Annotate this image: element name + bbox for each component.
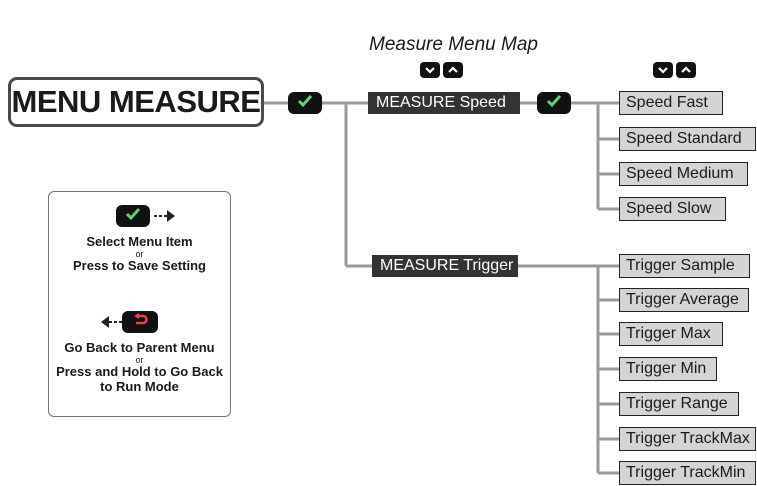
select-button-2 xyxy=(537,92,571,114)
measure-trigger-node: MEASURE Trigger xyxy=(372,255,518,277)
down-button-2 xyxy=(653,62,673,78)
chevron-down-icon xyxy=(657,61,669,79)
leaf-trigger-max: Trigger Max xyxy=(619,322,723,346)
back-arrow-icon xyxy=(132,312,148,332)
dotted-left-arrow-icon xyxy=(97,313,123,336)
legend-back-button xyxy=(122,311,158,333)
up-button-2 xyxy=(676,62,696,78)
chevron-down-icon xyxy=(424,61,436,79)
legend-select-text: Select Menu Item xyxy=(86,234,193,249)
leaf-trigger-average: Trigger Average xyxy=(619,288,749,312)
legend-select-button xyxy=(116,205,150,227)
leaf-trigger-sample: Trigger Sample xyxy=(619,254,750,278)
dotted-right-arrow-icon xyxy=(153,207,179,230)
check-icon xyxy=(297,94,313,113)
leaf-trigger-range: Trigger Range xyxy=(619,392,739,416)
leaf-speed-standard: Speed Standard xyxy=(619,127,756,151)
leaf-speed-fast: Speed Fast xyxy=(619,91,723,115)
diagram-title: Measure Menu Map xyxy=(369,34,538,55)
legend-save-text: Press to Save Setting xyxy=(73,258,206,273)
leaf-trigger-trackmin: Trigger TrackMin xyxy=(619,461,756,485)
down-button xyxy=(420,62,440,78)
select-button xyxy=(288,92,322,114)
chevron-up-icon xyxy=(680,61,692,79)
up-button xyxy=(443,62,463,78)
menu-measure-root: MENU MEASURE xyxy=(8,77,264,127)
leaf-speed-slow: Speed Slow xyxy=(619,197,726,221)
leaf-trigger-min: Trigger Min xyxy=(619,357,717,381)
legend-or-text-2: or xyxy=(135,355,144,365)
check-icon xyxy=(125,207,141,226)
legend-box: Select Menu Item or Press to Save Settin… xyxy=(48,191,231,417)
check-icon xyxy=(546,94,562,113)
leaf-speed-medium: Speed Medium xyxy=(619,162,748,186)
measure-speed-node: MEASURE Speed xyxy=(368,92,520,114)
legend-hold-text: Press and Hold to Go Back xyxy=(56,364,223,379)
legend-back-text: Go Back to Parent Menu xyxy=(64,340,215,355)
chevron-up-icon xyxy=(447,61,459,79)
leaf-trigger-trackmax: Trigger TrackMax xyxy=(619,427,756,451)
legend-or-text: or xyxy=(135,249,144,259)
legend-run-mode-text: to Run Mode xyxy=(100,379,179,394)
